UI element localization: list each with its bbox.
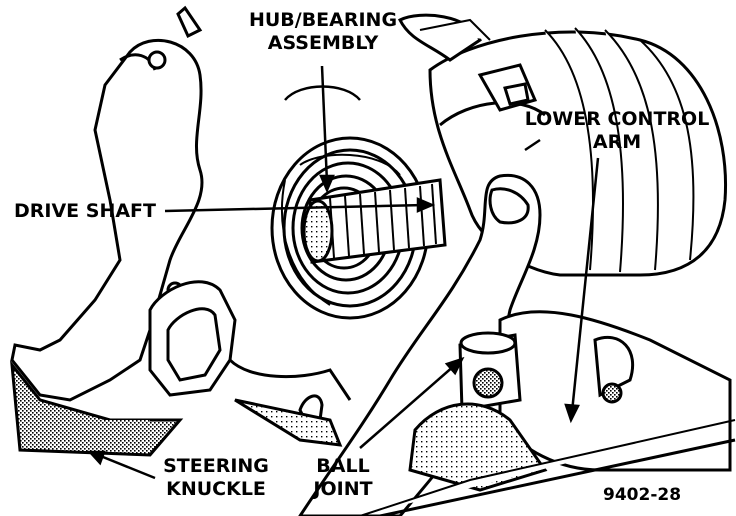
lower-control-arm-label: LOWER CONTROL ARM: [512, 108, 722, 154]
ball-joint-label: BALL JOINT: [300, 455, 386, 501]
figure-id-label: 9402-28: [603, 485, 682, 505]
steering-knuckle-label-line1: STEERING: [163, 455, 269, 477]
lower-control-arm-label-line2: ARM: [592, 131, 642, 153]
lower-control-arm-label-line1: LOWER CONTROL: [524, 108, 710, 130]
hub-bearing-label: HUB/BEARING ASSEMBLY: [238, 9, 408, 55]
hand-drawing: [298, 173, 542, 516]
steering-knuckle-drawing: [10, 5, 352, 457]
hub-bearing-label-line1: HUB/BEARING: [248, 9, 398, 31]
steering-knuckle-label: STEERING KNUCKLE: [156, 455, 276, 501]
drive-shaft-drawing: [302, 178, 447, 264]
ball-joint-label-line2: JOINT: [313, 478, 373, 500]
ball-joint-drawing: [359, 310, 736, 516]
ball-joint-label-line1: BALL: [316, 455, 370, 477]
drive-shaft-label: DRIVE SHAFT: [14, 200, 156, 222]
leader-lines: [87, 65, 600, 480]
steering-knuckle-label-line2: KNUCKLE: [166, 478, 266, 500]
hub-bearing-label-line2: ASSEMBLY: [267, 32, 379, 54]
